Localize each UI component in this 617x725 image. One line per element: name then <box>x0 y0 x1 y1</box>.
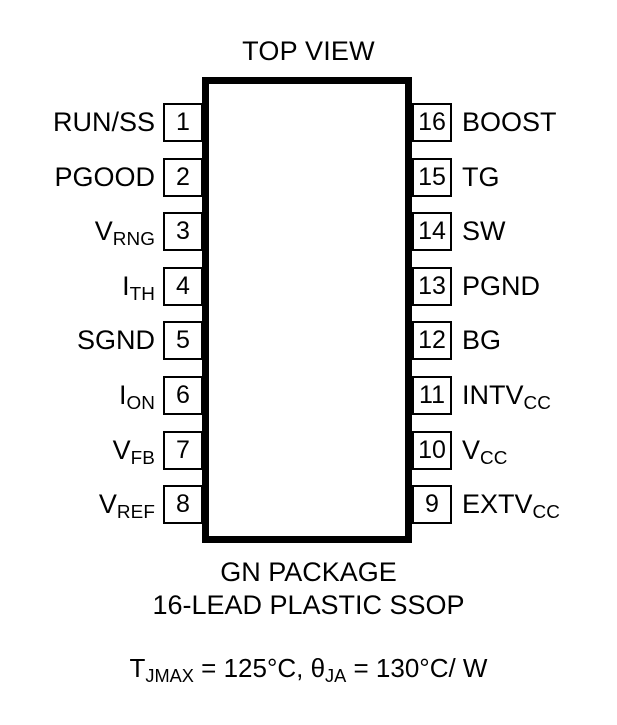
pin-number-box: 15 <box>412 157 452 197</box>
pin-row: 16 BOOST <box>411 103 617 142</box>
theta-ja-subscript: JA <box>325 665 347 686</box>
pin-signal-label: SGND <box>77 321 155 360</box>
package-description: 16-LEAD PLASTIC SSOP <box>152 590 465 620</box>
pin-signal-label: BOOST <box>462 103 557 142</box>
pin-signal-name: I <box>118 380 127 410</box>
pin-signal-label: VREF <box>99 485 155 524</box>
pin-signal-subscript: CC <box>532 502 561 524</box>
pin-row: 1 RUN/SS <box>0 103 203 142</box>
pin-number-box: 11 <box>412 376 452 415</box>
pin-signal-subscript: RNG <box>112 229 155 251</box>
pin-row: 13 PGND <box>411 266 617 306</box>
pin-signal-name: PGOOD <box>54 161 155 192</box>
pin-signal-label: PGND <box>462 267 540 306</box>
pin-signal-name: PGND <box>462 270 541 301</box>
tj-max-subscript: JMAX <box>145 665 194 686</box>
pin-number-box: 7 <box>163 430 203 470</box>
pin-signal-name: V <box>94 216 113 247</box>
pin-row: 2 PGOOD <box>0 157 203 197</box>
pin-signal-subscript: FB <box>130 447 155 469</box>
pin-signal-label: PGOOD <box>54 158 155 197</box>
pin-signal-label: INTVCC <box>462 376 551 415</box>
pin-number-box: 9 <box>412 485 452 525</box>
pin-number-box: 12 <box>412 321 452 361</box>
pin-signal-label: TG <box>462 158 500 197</box>
pin-signal-name: EXTV <box>462 489 533 520</box>
pin-signal-name: BOOST <box>462 107 557 137</box>
pin-number-box: 5 <box>163 321 203 361</box>
pin-signal-name: INTV <box>462 380 524 410</box>
pin-signal-name: V <box>112 434 131 465</box>
pin-number-box: 1 <box>163 103 203 142</box>
pin-signal-subscript: CC <box>480 447 508 469</box>
package-name: GN PACKAGE <box>220 557 397 587</box>
pin-signal-name: SGND <box>76 325 155 356</box>
pin-signal-subscript: ON <box>126 392 155 414</box>
pin-signal-subscript: REF <box>116 502 155 524</box>
pin-signal-label: VFB <box>113 431 155 470</box>
theta-ja-symbol: θ <box>310 653 326 683</box>
tj-max-value: = 125°C, <box>193 653 311 683</box>
pin-row: 11 INTVCC <box>411 376 617 415</box>
pin-signal-label: ITH <box>122 267 155 306</box>
pin-number-box: 16 <box>412 103 452 142</box>
pin-number-box: 10 <box>412 430 452 470</box>
pin-row: 15 TG <box>411 157 617 197</box>
pin-row: 5 SGND <box>0 321 203 361</box>
package-caption: GN PACKAGE 16-LEAD PLASTIC SSOP <box>0 556 617 622</box>
pin-signal-name: I <box>122 270 130 301</box>
pin-number-box: 13 <box>412 266 452 306</box>
theta-ja-value: = 130°C/ W <box>346 653 488 683</box>
pin-row: 12 BG <box>411 321 617 361</box>
pin-signal-subscript: CC <box>523 392 552 414</box>
pin-row: 10 VCC <box>411 430 617 470</box>
pin-signal-name: BG <box>462 325 502 356</box>
pin-row: 14 SW <box>411 212 617 252</box>
pin-number-box: 2 <box>163 157 203 197</box>
pin-signal-name: RUN/SS <box>52 107 155 137</box>
pin-signal-label: VCC <box>462 431 508 470</box>
pin-signal-name: TG <box>462 161 500 192</box>
package-body-outline <box>202 77 412 543</box>
pin-signal-name: V <box>462 434 481 465</box>
pin-signal-label: SW <box>462 212 506 251</box>
pin-number-box: 8 <box>163 485 203 525</box>
pin-signal-name: V <box>98 489 117 520</box>
pin-signal-label: RUN/SS <box>53 103 155 142</box>
pin-number-box: 14 <box>412 212 452 252</box>
pin-signal-subscript: TH <box>129 283 155 305</box>
pin-signal-name: SW <box>462 216 506 247</box>
pin-number-box: 4 <box>163 266 203 306</box>
diagram-title: TOP VIEW <box>242 36 375 66</box>
pin-signal-label: BG <box>462 321 501 360</box>
pin-signal-label: EXTVCC <box>462 485 560 524</box>
pin-signal-label: VRNG <box>95 212 155 251</box>
pin-row: 9 EXTVCC <box>411 485 617 525</box>
tj-max-symbol: T <box>129 653 146 683</box>
thermal-rating-note: TJMAX = 125°C, θJA = 130°C/ W <box>0 653 617 685</box>
pin-number-box: 3 <box>163 212 203 252</box>
pin-signal-label: ION <box>119 376 155 415</box>
pin-number-box: 6 <box>163 376 203 415</box>
